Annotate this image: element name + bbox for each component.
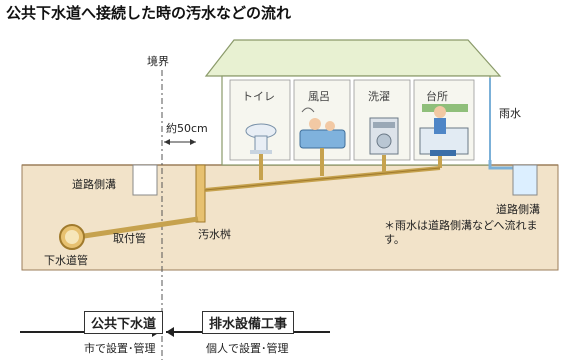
road-gutter-right-shape [512, 164, 538, 196]
bath-illustration [299, 107, 346, 149]
sewage-basin-shape [195, 164, 206, 223]
connection-pipe-label: 取付管 [113, 232, 146, 245]
public-sewer-box: 公共下水道 [84, 311, 164, 334]
road-gutter-right-label: 道路側溝 [496, 203, 540, 216]
room-label-bath: 風呂 [308, 90, 330, 103]
road-gutter-left-label: 道路側溝 [72, 178, 116, 191]
distance-label: 約50cm [166, 122, 208, 135]
road-gutter-left-shape [132, 164, 158, 196]
rain-label: 雨水 [499, 107, 521, 120]
rain-note: ＊雨水は道路側溝などへ流れます。 [384, 219, 538, 246]
drainage-work-sub: 個人で設置･管理 [206, 342, 289, 355]
washing-machine-illustration [369, 117, 399, 155]
kitchen-illustration [419, 104, 469, 156]
sewage-basin-label: 汚水桝 [198, 228, 231, 241]
sewer-pipe-label: 下水道管 [44, 254, 88, 267]
room-label-toilet: トイレ [242, 90, 275, 103]
boundary-label: 境界 [147, 55, 169, 68]
rain-downpipe-bend [488, 160, 514, 170]
diagram-title: 公共下水道へ接続した時の汚水などの流れ [6, 4, 292, 22]
connection-pipe-shape [83, 216, 199, 239]
drain-pipe-main [204, 167, 441, 191]
toilet-illustration [245, 123, 277, 154]
house-roof [204, 39, 502, 77]
room-label-kitchen: 台所 [426, 90, 448, 103]
drainage-work-box: 排水設備工事 [202, 311, 295, 334]
ground [21, 164, 559, 271]
public-sewer-sub: 市で設置･管理 [84, 342, 156, 355]
room-label-laundry: 洗濯 [368, 90, 390, 103]
